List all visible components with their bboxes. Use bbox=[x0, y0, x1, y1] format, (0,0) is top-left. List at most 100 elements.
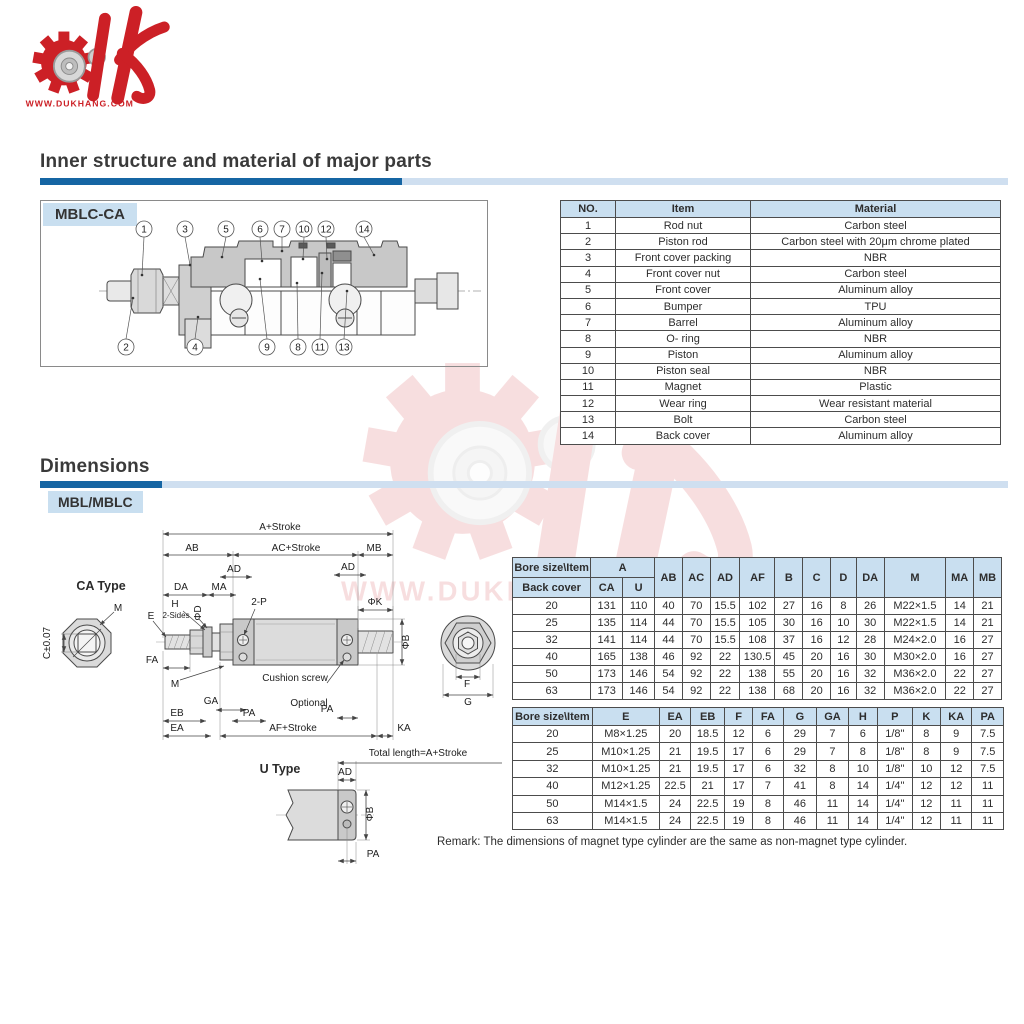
table-cell: Wear ring bbox=[615, 395, 751, 413]
table-cell: 11 bbox=[971, 794, 1004, 813]
table-cell: M8×1.25 bbox=[591, 724, 660, 744]
table-cell: 12 bbox=[939, 759, 973, 779]
table-cell: 19 bbox=[723, 794, 754, 813]
table-cell: 16 bbox=[830, 648, 857, 666]
dim-label: CA Type bbox=[76, 578, 126, 593]
table-cell: 50 bbox=[512, 794, 593, 813]
table-cell: 135 bbox=[590, 614, 624, 632]
dim-label: DA bbox=[174, 582, 188, 593]
dim-label: AD bbox=[338, 767, 352, 778]
table-header-cell: DA bbox=[855, 557, 885, 598]
svg-text:5: 5 bbox=[223, 224, 229, 235]
svg-text:11: 11 bbox=[315, 342, 326, 353]
table-cell: 22 bbox=[709, 682, 741, 700]
table-cell: 68 bbox=[774, 682, 804, 700]
table-cell: 21 bbox=[973, 614, 1002, 632]
table-cell: 92 bbox=[681, 682, 711, 700]
table-cell: 28 bbox=[855, 631, 885, 649]
table-cell: 20 bbox=[511, 597, 592, 615]
table-cell: 7.5 bbox=[971, 759, 1004, 779]
table-cell: NBR bbox=[750, 362, 1001, 380]
table-cell: 70 bbox=[681, 631, 711, 649]
svg-text:9: 9 bbox=[264, 342, 270, 353]
callout: 8 bbox=[289, 281, 307, 356]
table-cell: 27 bbox=[973, 682, 1002, 700]
table-cell: 7 bbox=[816, 742, 849, 761]
table-cell: 11 bbox=[560, 378, 616, 397]
dim-label: AD bbox=[227, 564, 241, 575]
table-cell: 27 bbox=[973, 665, 1002, 683]
table-cell: 27 bbox=[973, 648, 1002, 666]
table-cell: Aluminum alloy bbox=[750, 427, 1001, 445]
table-cell: 14 bbox=[945, 597, 975, 615]
callout: 7 bbox=[273, 220, 291, 253]
table-cell: 8 bbox=[752, 794, 784, 813]
table-cell: 15.5 bbox=[709, 597, 741, 615]
table-cell: 1/8" bbox=[877, 724, 913, 744]
dim-label: 2-P bbox=[251, 597, 267, 608]
dim-label: ΦD bbox=[193, 605, 204, 621]
table-cell: 50 bbox=[511, 665, 592, 683]
dim-label: EB bbox=[170, 708, 184, 719]
table-cell: M14×1.5 bbox=[591, 794, 660, 813]
table-cell: 14 bbox=[560, 427, 616, 445]
table-cell: 10 bbox=[847, 759, 879, 779]
table-cell: 7 bbox=[816, 724, 849, 744]
table-cell: 27 bbox=[973, 631, 1002, 649]
table-cell: 12 bbox=[830, 631, 857, 649]
table-cell: 12 bbox=[911, 777, 941, 796]
table-cell: 8 bbox=[911, 724, 941, 744]
table-cell: 138 bbox=[739, 682, 776, 700]
table-cell: 1/8" bbox=[877, 759, 913, 779]
table-cell: 11 bbox=[971, 811, 1004, 831]
table-cell: 14 bbox=[847, 794, 879, 813]
table-cell: Piston rod bbox=[615, 233, 751, 251]
svg-text:2: 2 bbox=[123, 342, 129, 353]
section-title-dimensions: Dimensions bbox=[40, 456, 150, 477]
table-cell: 6 bbox=[847, 724, 879, 744]
svg-text:4: 4 bbox=[192, 342, 198, 353]
table-cell: 8 bbox=[911, 742, 941, 761]
table-cell: 19.5 bbox=[690, 742, 725, 761]
table-cell: 114 bbox=[622, 631, 656, 649]
callout: 5 bbox=[217, 220, 235, 259]
svg-text:8: 8 bbox=[295, 342, 301, 353]
table-cell: 1/4" bbox=[877, 811, 913, 831]
table-cell: 32 bbox=[855, 682, 885, 700]
dim-label: AC+Stroke bbox=[271, 543, 321, 554]
callout: 2 bbox=[117, 296, 135, 356]
table-cell: 25 bbox=[512, 742, 593, 761]
title-underline-light bbox=[402, 178, 1008, 185]
table-cell: NBR bbox=[750, 330, 1001, 348]
table-cell: Front cover packing bbox=[615, 249, 751, 267]
table-cell: 27 bbox=[774, 597, 804, 615]
table-header-cell: EA bbox=[658, 707, 692, 726]
table-cell: 92 bbox=[681, 665, 711, 683]
svg-text:10: 10 bbox=[298, 224, 310, 235]
table-header-cell: EB bbox=[690, 707, 725, 726]
table-header-cell: M bbox=[883, 557, 947, 598]
table-cell: M36×2.0 bbox=[883, 665, 947, 683]
table-cell: 6 bbox=[752, 742, 784, 761]
svg-text:6: 6 bbox=[257, 224, 263, 235]
table-header-cell: FA bbox=[752, 707, 784, 726]
svg-text:3: 3 bbox=[182, 224, 188, 235]
callout: 13 bbox=[335, 289, 353, 356]
table-cell: 15.5 bbox=[709, 614, 741, 632]
table-cell: 130.5 bbox=[739, 648, 776, 666]
table-header-cell: Bore size\Item bbox=[512, 707, 593, 726]
table-cell: 173 bbox=[590, 682, 624, 700]
table-cell: 22 bbox=[945, 665, 975, 683]
dim-label: G bbox=[464, 697, 472, 708]
table-cell: 14 bbox=[945, 614, 975, 632]
table-header-cell: Item bbox=[615, 200, 751, 218]
